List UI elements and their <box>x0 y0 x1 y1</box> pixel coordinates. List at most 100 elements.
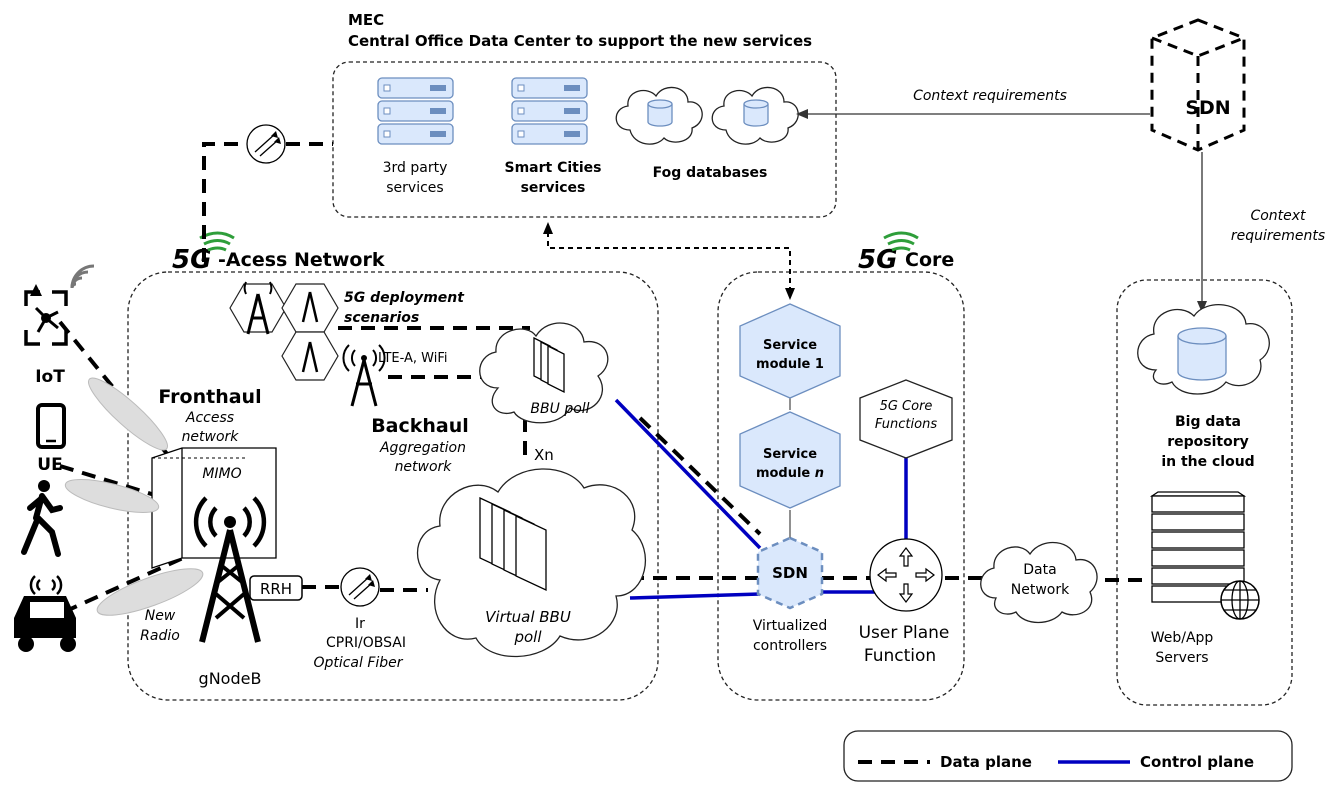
upf-router-icon <box>869 538 943 612</box>
sdn-top-label: SDN <box>1185 97 1230 119</box>
core-functions-hexagon <box>859 379 953 459</box>
upf-label-1: User Plane <box>859 623 950 643</box>
radio-beam-ue <box>64 479 160 513</box>
lte-wifi-label: LTE-A, WiFi <box>378 351 448 366</box>
big-data-label-2: repository <box>1167 434 1249 450</box>
car-icon <box>14 575 76 652</box>
mec-title: MEC <box>348 11 384 29</box>
bbu-poll-label: BBU poll <box>530 401 589 417</box>
mec-optical-amplifier-icon <box>246 124 286 164</box>
service-module-1 <box>739 303 841 399</box>
data-plane-bbu-sdn <box>638 416 762 536</box>
fronthaul-label: Fronthaul <box>158 386 261 408</box>
service-module-n-label-2: module n <box>756 466 824 481</box>
access-network-title: -Acess Network <box>218 249 385 271</box>
third-party-label-2: services <box>386 180 443 196</box>
data-network-label-2: Network <box>1011 582 1070 598</box>
web-app-label-2: Servers <box>1155 650 1208 666</box>
deployment-towers-icon <box>229 281 339 381</box>
svg-text:5G: 5G <box>858 245 897 275</box>
service-module-1-label-1: Service <box>763 338 817 353</box>
context-requirements-vertical-1: Context <box>1250 208 1306 224</box>
database-icon <box>743 104 769 127</box>
web-app-server-icon <box>1149 491 1260 620</box>
access-network-sub-2: network <box>182 429 240 445</box>
radio-beam-iot <box>88 377 168 451</box>
gnodeb-antenna-icon <box>193 496 267 643</box>
virtual-bbu-label-2: poll <box>513 628 542 646</box>
deployment-scenarios-label-2: scenarios <box>344 310 419 326</box>
iot-icon <box>24 284 68 346</box>
legend-control-plane-label: Control plane <box>1140 753 1254 771</box>
optical-fiber-label: Optical Fiber <box>313 655 403 671</box>
data-network-cloud <box>980 541 1098 624</box>
radio-beam-car <box>96 568 204 616</box>
backhaul-label: Backhaul <box>371 415 469 437</box>
ir-label: Ir <box>355 616 365 632</box>
rrh-box <box>249 575 303 601</box>
fog-databases-label: Fog databases <box>653 165 768 181</box>
legend-data-plane-label: Data plane <box>940 753 1032 771</box>
new-radio-label-2: Radio <box>140 628 180 644</box>
service-module-n-label-1: Service <box>763 447 817 462</box>
big-data-database-icon <box>1177 336 1227 381</box>
lte-tower-icon <box>342 344 386 407</box>
core-title: Core <box>905 249 954 271</box>
wifi-signal-icon <box>70 264 95 289</box>
fog-database-cloud-1 <box>615 86 703 145</box>
core-box <box>717 271 965 701</box>
web-app-label-1: Web/App <box>1151 630 1214 646</box>
service-module-n <box>739 411 841 509</box>
core-functions-label-2: Functions <box>875 417 937 432</box>
sdn-core-label: SDN <box>772 564 808 582</box>
smart-cities-label-2: services <box>521 180 586 196</box>
smart-cities-server-icon <box>511 77 588 145</box>
virtual-bbu-cloud <box>417 468 647 658</box>
upf-label-2: Function <box>864 646 936 666</box>
mec-core-dotted-link <box>547 232 791 292</box>
control-plane-vbbu-sdn <box>629 592 761 600</box>
mec-subtitle: Central Office Data Center to support th… <box>348 32 812 50</box>
iot-label: IoT <box>35 367 65 387</box>
big-data-label-3: in the cloud <box>1161 454 1254 470</box>
bbu-poll-cloud <box>479 322 609 424</box>
phone-icon <box>36 403 66 449</box>
big-data-cloud <box>1137 304 1270 395</box>
pedestrian-icon <box>21 480 63 557</box>
third-party-label-1: 3rd party <box>383 160 448 176</box>
cpri-label: CPRI/OBSAI <box>326 635 406 651</box>
fog-database-cloud-2 <box>711 86 799 145</box>
context-requirements-horizontal: Context requirements <box>913 88 1067 104</box>
new-radio-label-1: New <box>145 608 176 624</box>
gnodeb-label: gNodeB <box>199 669 262 688</box>
access-network-sub-1: Access <box>185 410 234 426</box>
ue-label: UE <box>37 455 62 475</box>
aggregation-sub-1: Aggregation <box>379 440 466 456</box>
big-data-label-1: Big data <box>1175 414 1241 430</box>
data-plane-car <box>63 550 197 614</box>
third-party-server-icon <box>377 77 454 145</box>
sdn-top-hexagon <box>1150 18 1246 152</box>
virtual-bbu-label-1: Virtual BBU <box>485 608 571 626</box>
aggregation-sub-2: network <box>395 459 453 475</box>
deployment-scenarios-label-1: 5G deployment <box>344 290 465 306</box>
bbu-stack-icon <box>533 336 565 394</box>
data-plane-ue <box>59 464 159 498</box>
sdn-core-hexagon <box>756 536 824 610</box>
ir-optical-amplifier-icon <box>340 567 380 607</box>
legend-box <box>843 730 1293 782</box>
smart-cities-label-1: Smart Cities <box>505 160 602 176</box>
mimo-label: MIMO <box>202 466 241 482</box>
xn-label: Xn <box>534 446 554 464</box>
virtualized-controllers-2: controllers <box>753 638 827 654</box>
control-plane-bbu-sdn <box>614 398 762 550</box>
database-icon <box>647 104 673 127</box>
data-network-label-1: Data <box>1023 562 1056 578</box>
context-requirements-vertical-2: requirements <box>1231 228 1325 244</box>
virtual-bbu-stack-icon <box>479 496 547 592</box>
data-plane-mec-link <box>202 142 246 262</box>
core-functions-label-1: 5G Core <box>880 399 933 414</box>
rrh-label: RRH <box>260 580 292 598</box>
cloud-box <box>1116 279 1293 706</box>
